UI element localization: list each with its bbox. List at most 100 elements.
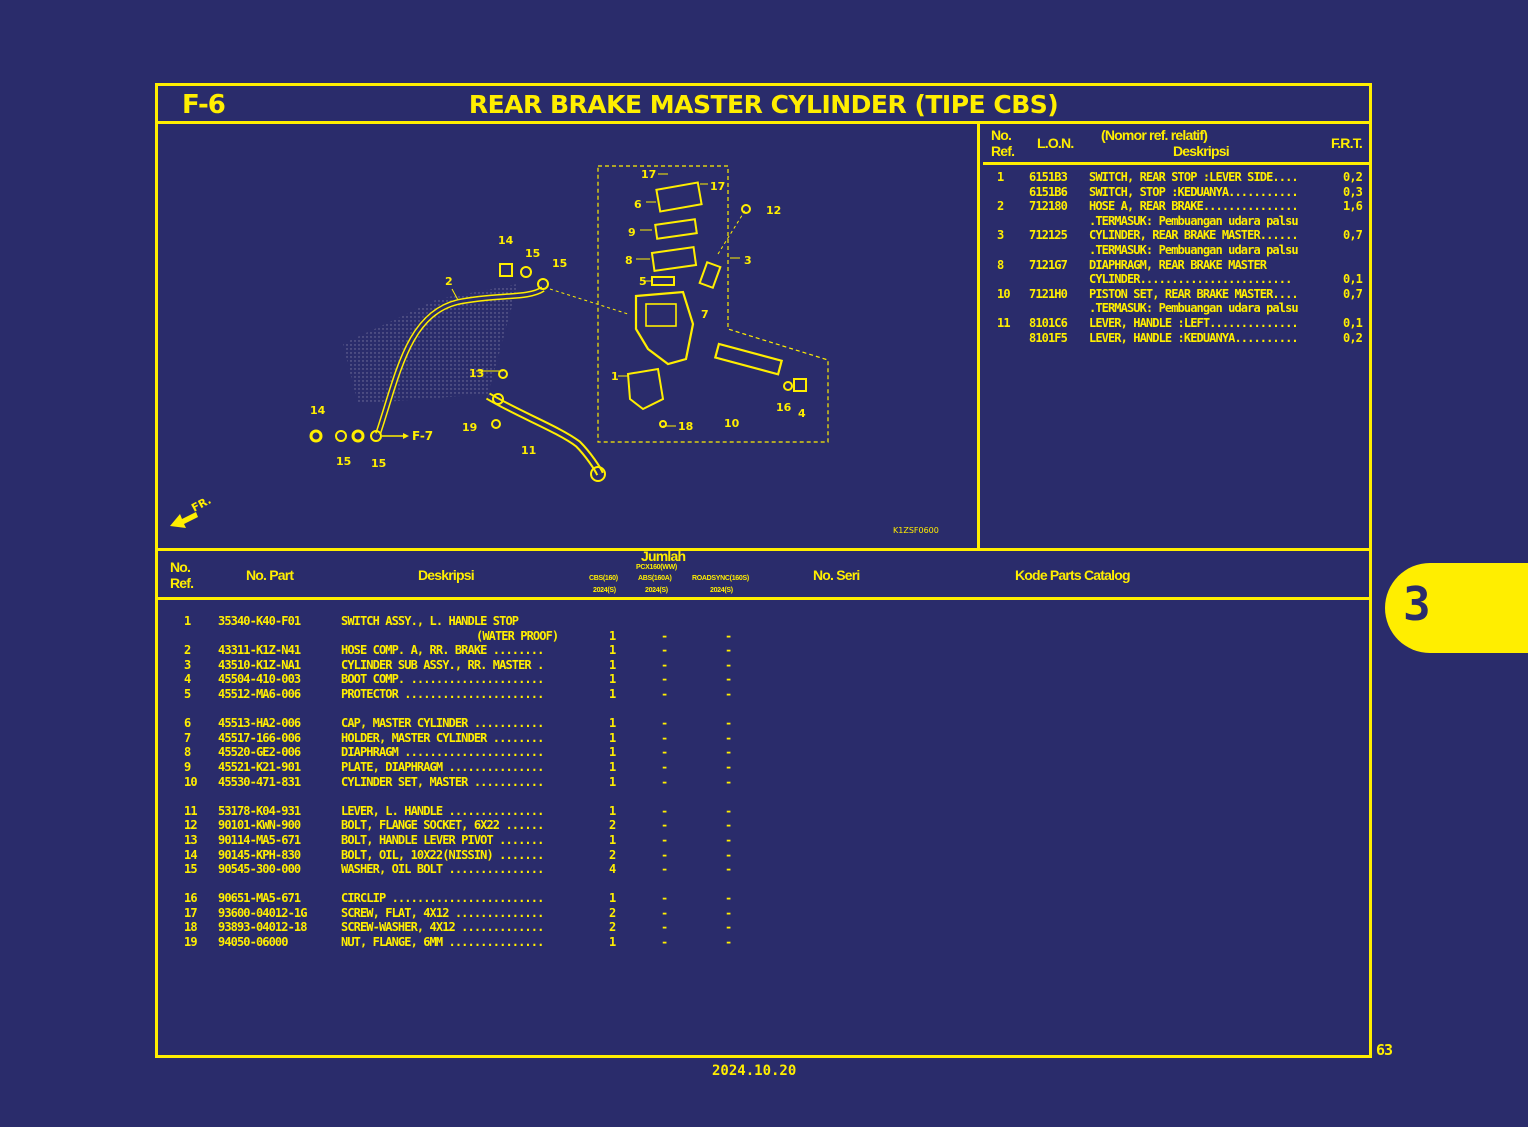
- part-desc: PLATE, DIAPHRAGM ...............: [341, 759, 544, 774]
- parts-header-catalog: Kode Parts Catalog: [1015, 567, 1131, 583]
- parts-header-qty1-mid: CBS(160): [589, 575, 618, 582]
- lon-row: CYLINDER........................0,1: [983, 272, 1369, 287]
- part-ref: 15: [184, 862, 198, 877]
- holder: [698, 260, 722, 290]
- lon-frt: 0,1: [1343, 315, 1363, 330]
- callout-19: 19: [462, 421, 477, 434]
- qty-roadsync: -: [725, 657, 732, 672]
- callout-10: 10: [724, 417, 740, 430]
- assembly-box: [597, 165, 829, 443]
- parts-header-qty3-mid: ROADSYNC(160S): [692, 575, 749, 582]
- oil-bolt-bottom: [309, 429, 323, 443]
- part-number: 35340-K40-F01: [218, 614, 301, 628]
- qty-roadsync: -: [725, 832, 732, 847]
- part-ref: 19: [184, 935, 198, 950]
- part-number: 43311-K1Z-N41: [218, 643, 301, 658]
- exploded-diagram-drawing: 17 17 6 12 9 3 8 5 7 14 15 15 2 1 13 18 …: [170, 165, 939, 535]
- callout-13: 13: [469, 367, 484, 380]
- lon-code: 7121H0: [1029, 286, 1068, 301]
- qty-abs: -: [661, 832, 668, 847]
- callout-15-top-b: 15: [552, 257, 567, 270]
- part-ref: 17: [184, 905, 198, 920]
- callout-5: 5: [639, 275, 647, 288]
- diaphragm: [650, 246, 698, 272]
- part-ref: 10: [184, 774, 198, 789]
- part-number: 45530-471-831: [218, 774, 301, 789]
- part-desc: HOSE COMP. A, RR. BRAKE ........: [341, 643, 544, 658]
- qty-abs: -: [661, 847, 668, 862]
- callout-18: 18: [678, 420, 693, 433]
- section-tab[interactable]: 3: [1385, 563, 1528, 653]
- print-date: 2024.10.20: [712, 1063, 797, 1079]
- qty-cbs: 1: [609, 803, 616, 818]
- qty-roadsync: -: [725, 745, 732, 760]
- part-desc: PROTECTOR ......................: [341, 686, 544, 701]
- diaphragm-plate: [654, 218, 698, 240]
- part-ref: 11: [184, 803, 198, 818]
- part-number: 90545-300-000: [218, 862, 301, 877]
- part-desc: LEVER, L. HANDLE ...............: [341, 803, 544, 818]
- qty-roadsync: -: [725, 935, 732, 950]
- lon-header-lon: L.O.N.: [1037, 135, 1074, 151]
- parts-header-qty3-bot: 2024(S): [710, 587, 733, 594]
- qty-roadsync: -: [725, 730, 732, 745]
- lon-ref: 3: [997, 228, 1004, 243]
- catalog-page-frame: F-6 REAR BRAKE MASTER CYLINDER (TIPE CBS…: [155, 83, 1372, 1058]
- parts-header-qty2-mid: ABS(160A): [638, 575, 672, 582]
- callout-17b: 17: [710, 180, 725, 193]
- callout-14-top: 14: [498, 234, 514, 247]
- qty-roadsync: -: [725, 803, 732, 818]
- part-number: 90145-KPH-830: [218, 847, 301, 862]
- qty-cbs: 2: [609, 905, 616, 920]
- part-number: 90101-KWN-900: [218, 818, 301, 833]
- lon-frt: 0,1: [1343, 272, 1363, 287]
- qty-abs: -: [661, 905, 668, 920]
- washer-top-1: [520, 266, 532, 278]
- part-desc: CYLINDER SUB ASSY., RR. MASTER .: [341, 657, 544, 672]
- table-row: 10 45530-471-831 CYLINDER SET, MASTER ....…: [158, 775, 1369, 790]
- oil-bolt-top: [499, 263, 513, 277]
- lon-header-frt: F.R.T.: [1331, 135, 1363, 151]
- qty-roadsync: -: [725, 818, 732, 833]
- qty-cbs: 1: [609, 745, 616, 760]
- part-ref: 9: [184, 759, 191, 774]
- part-number: 93893-04012-18: [218, 920, 307, 935]
- stop-switch: [626, 367, 665, 411]
- ref-arrow-label: F-7: [412, 429, 433, 443]
- qty-roadsync: -: [725, 672, 732, 687]
- parts-header-qty: Jumlah: [641, 548, 686, 564]
- master-cylinder-body: [634, 290, 695, 366]
- qty-roadsync: -: [725, 759, 732, 774]
- part-desc: CYLINDER SET, MASTER ...........: [341, 774, 544, 789]
- lon-desc: SWITCH, REAR STOP :LEVER SIDE....: [1089, 170, 1299, 184]
- qty-abs: -: [661, 818, 668, 833]
- lon-desc: .TERMASUK: Pembuangan udara palsu: [1089, 242, 1299, 257]
- circlip: [783, 381, 793, 391]
- lon-table-header: No. Ref. L.O.N. (Nomor ref. relatif) Des…: [983, 124, 1369, 165]
- part-desc: NUT, FLANGE, 6MM ...............: [341, 935, 544, 950]
- part-ref: 3: [184, 657, 191, 672]
- handle-lever: [485, 392, 604, 476]
- lon-header-desc-note: (Nomor ref. relatif): [1101, 127, 1208, 143]
- callout-1: 1: [611, 370, 619, 383]
- part-desc: WASHER, OIL BOLT ...............: [341, 862, 544, 877]
- qty-roadsync: -: [725, 891, 732, 906]
- qty-abs: -: [661, 686, 668, 701]
- lon-frt: 1,6: [1343, 199, 1363, 214]
- part-desc: BOLT, HANDLE LEVER PIVOT .......: [341, 832, 544, 847]
- qty-cbs: 4: [609, 862, 616, 877]
- banjo-bottom: [351, 429, 365, 443]
- front-arrow-icon: FR.: [170, 494, 213, 528]
- part-number: 53178-K04-931: [218, 803, 301, 818]
- parts-header-part: No. Part: [246, 567, 294, 583]
- washer-top-2: [537, 278, 549, 290]
- part-number: 93600-04012-1G: [218, 905, 307, 920]
- qty-cbs: 1: [609, 891, 616, 906]
